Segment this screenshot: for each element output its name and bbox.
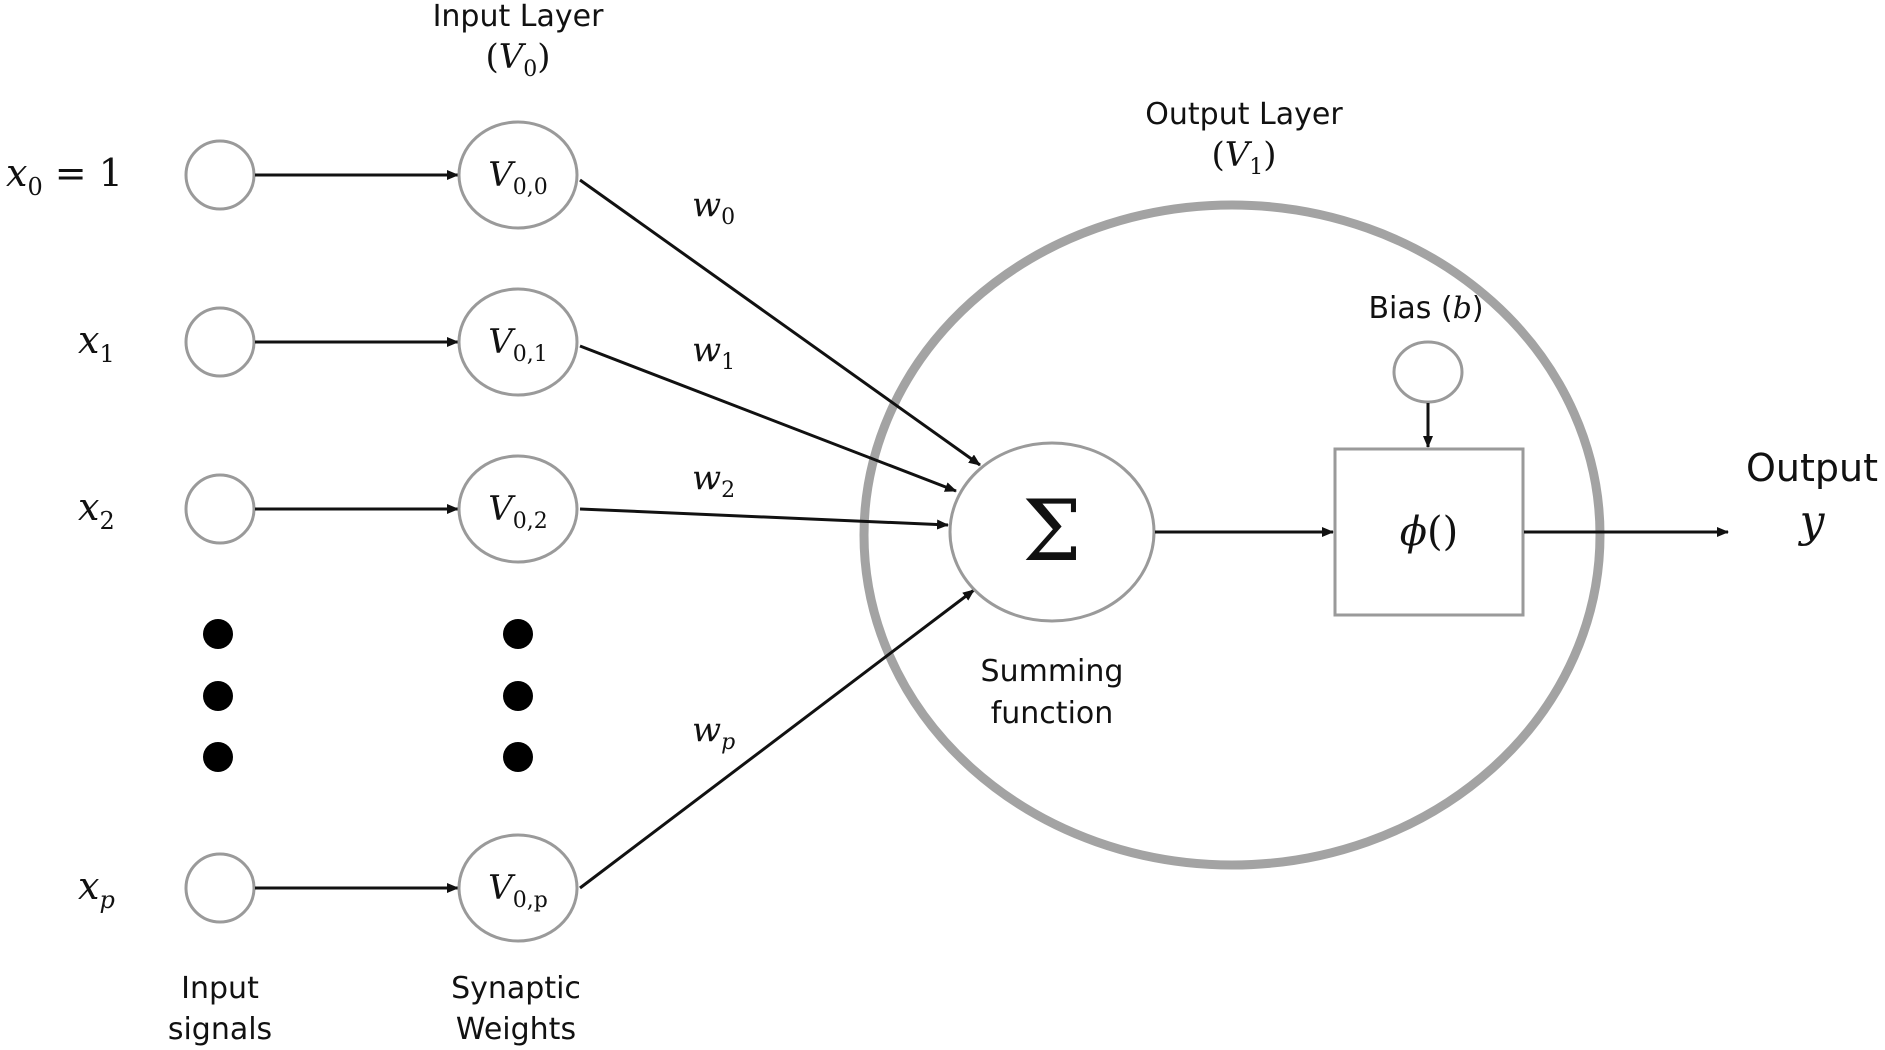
svg-text:V0,2: V0,2 bbox=[488, 489, 548, 534]
svg-text:V0,1: V0,1 bbox=[488, 322, 548, 367]
sigma-glyph: Σ bbox=[1022, 482, 1081, 580]
summing-node: Σ bbox=[948, 441, 1156, 623]
synaptic-weights-caption-line2: Weights bbox=[456, 1012, 576, 1047]
synaptic-node-v01: V0,1 bbox=[457, 287, 579, 397]
svg-text:ϕ(): ϕ() bbox=[1400, 509, 1458, 555]
input-label-x0: x0 = 1 bbox=[6, 151, 123, 201]
svg-text:V0,0: V0,0 bbox=[488, 155, 548, 200]
weight-label-w0: w0 bbox=[692, 185, 735, 230]
output-layer-symbol: (V1) bbox=[1211, 135, 1276, 180]
weight-label-w2: w2 bbox=[692, 458, 735, 503]
input-signals-caption-line1: Input bbox=[181, 971, 259, 1006]
output-layer-header: Output Layer (V1) bbox=[1145, 97, 1343, 180]
weight-label-wp: wp bbox=[692, 710, 735, 755]
summing-label-line1: Summing bbox=[981, 654, 1124, 689]
synaptic-ellipsis-dots bbox=[503, 619, 533, 772]
synaptic-node-v02: V0,2 bbox=[457, 454, 579, 564]
input-signals-caption-line2: signals bbox=[168, 1012, 272, 1047]
bias-label: Bias (b) bbox=[1368, 291, 1483, 326]
output-layer-title: Output Layer bbox=[1145, 97, 1343, 132]
synaptic-node-v0p: V0,p bbox=[457, 833, 579, 943]
input-node-x1 bbox=[184, 306, 256, 378]
input-ellipsis-dots bbox=[203, 619, 233, 772]
input-node-x2 bbox=[184, 473, 256, 545]
input-label-x2: x2 bbox=[78, 485, 115, 535]
output-layer-circle bbox=[859, 200, 1605, 870]
input-layer-title: Input Layer bbox=[433, 0, 605, 34]
edge-v0p-to-sum bbox=[579, 588, 975, 890]
synaptic-weights-caption-line1: Synaptic bbox=[451, 971, 581, 1006]
edge-v01-to-sum bbox=[579, 344, 957, 493]
activation-box: ϕ() bbox=[1333, 447, 1525, 617]
input-layer-symbol: (V0) bbox=[485, 37, 550, 82]
weight-label-w1: w1 bbox=[692, 330, 735, 375]
edge-v00-to-sum bbox=[579, 178, 981, 467]
synaptic-node-v00: V0,0 bbox=[457, 120, 579, 230]
svg-text:V0,p: V0,p bbox=[488, 868, 548, 913]
output-symbol: y bbox=[1798, 496, 1826, 547]
input-node-x0 bbox=[184, 139, 256, 211]
summing-label-line2: function bbox=[991, 696, 1114, 731]
input-node-xp bbox=[184, 852, 256, 924]
bias-node bbox=[1392, 340, 1464, 404]
input-label-xp: xp bbox=[78, 864, 115, 914]
input-layer-header: Input Layer (V0) bbox=[433, 0, 605, 82]
edge-v02-to-sum bbox=[579, 507, 949, 530]
output-label: Output bbox=[1746, 446, 1878, 490]
input-label-x1: x1 bbox=[78, 318, 115, 368]
